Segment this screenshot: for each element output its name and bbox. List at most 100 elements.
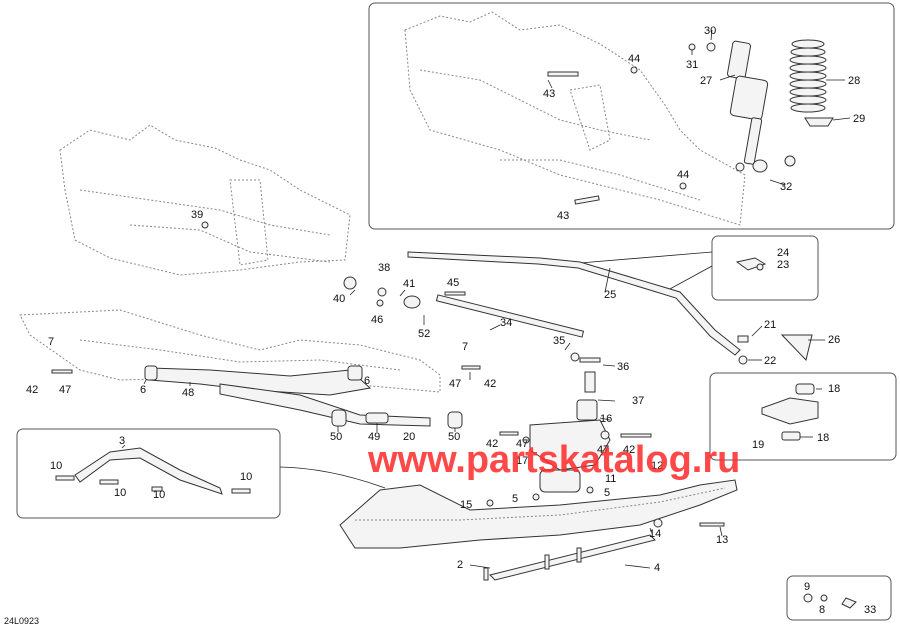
- ski-runner-inset-frame: [16, 428, 281, 519]
- callout-label: 20: [403, 431, 415, 443]
- callout-label: 22: [764, 355, 776, 367]
- plate-24: [735, 257, 767, 271]
- callout-label: 16: [600, 413, 612, 425]
- shock-absorber: [726, 40, 769, 173]
- ski-handle-3: [74, 447, 223, 495]
- callout-label: 32: [780, 181, 792, 193]
- callout-label: 47: [449, 378, 461, 390]
- bolt-42-right: [461, 365, 481, 370]
- bushing-32b: [784, 155, 796, 167]
- callout-label: 10: [240, 471, 252, 483]
- callout-label: 42: [484, 378, 496, 390]
- callout-label: 31: [686, 59, 698, 71]
- callout-label: 30: [704, 25, 716, 37]
- callout-label: 6: [364, 375, 370, 387]
- bolt-10d: [231, 488, 251, 494]
- spindle-assembly: [529, 371, 611, 493]
- callout-label: 41: [403, 278, 415, 290]
- callout-label: 3: [119, 435, 125, 447]
- callout-label: 5: [512, 493, 518, 505]
- callout-label: 42: [623, 444, 635, 456]
- bushing-18-lower: [781, 431, 801, 441]
- callout-label: 52: [418, 328, 430, 340]
- callout-label: 24: [777, 247, 789, 259]
- bracket-26: [780, 334, 813, 362]
- inset-leader-bottom: [667, 265, 713, 291]
- callout-label: 14: [649, 528, 661, 540]
- callout-label: 2: [457, 559, 463, 571]
- callout-label: 47: [597, 444, 609, 456]
- drawing-code: 24L0923: [4, 616, 39, 626]
- bolt-21: [737, 335, 749, 343]
- a-arm-48: [149, 367, 372, 396]
- callout-label: 43: [543, 88, 555, 100]
- callout-label: 25: [604, 289, 616, 301]
- a-arm-20: [219, 383, 431, 427]
- bracket-inset-frame: [711, 235, 819, 301]
- callout-label: 48: [182, 387, 194, 399]
- spring-retainer: [804, 117, 834, 127]
- callout-label: 39: [191, 209, 203, 221]
- steering-column-25: [407, 251, 741, 356]
- callout-label: 44: [677, 169, 689, 181]
- callout-label: 13: [716, 534, 728, 546]
- bolt-42-spindle: [620, 433, 652, 438]
- shock-spring: [789, 39, 827, 113]
- nut-38: [377, 287, 387, 297]
- bracket-40: [343, 276, 357, 290]
- runner-nut-2: [483, 567, 489, 581]
- bushing-6-right: [347, 365, 363, 381]
- washer-47-spindle: [600, 430, 610, 440]
- callout-label: 28: [848, 75, 860, 87]
- washer-47-left: [522, 436, 530, 444]
- callout-label: 46: [371, 314, 383, 326]
- callout-numbers: 30 31 44 27 28 43 29 44 32 43 39 24 23 3…: [26, 25, 876, 616]
- shock-bushing-30: [706, 42, 716, 52]
- callout-label: 18: [817, 432, 829, 444]
- callout-label: 33: [864, 604, 876, 616]
- runner-stud-a: [544, 554, 550, 570]
- callout-label: 10: [153, 489, 165, 501]
- bushing-6-left: [144, 365, 158, 381]
- rod-end-36: [579, 357, 601, 363]
- clip-33: [841, 597, 857, 609]
- callout-label: 5: [604, 487, 610, 499]
- callout-leaders: [121, 29, 851, 569]
- bolt-42-left-spindle: [499, 431, 519, 436]
- nut-8: [820, 594, 828, 602]
- nut-5a: [532, 493, 540, 501]
- callout-label: 47: [59, 384, 71, 396]
- washer-9: [803, 593, 813, 603]
- runner-stud-b: [576, 547, 582, 563]
- callout-label: 49: [368, 431, 380, 443]
- fastener-inset-frame: [786, 575, 892, 621]
- ski-body: [339, 479, 738, 549]
- callout-label: 7: [48, 336, 54, 348]
- chassis-main-outline: [59, 124, 351, 276]
- callout-label: 6: [140, 384, 146, 396]
- callout-label: 50: [448, 431, 460, 443]
- callout-label: 47: [516, 438, 528, 450]
- callout-label: 27: [700, 75, 712, 87]
- callout-label: 35: [553, 335, 565, 347]
- bushing-50-left: [331, 409, 347, 427]
- callout-label: 21: [764, 319, 776, 331]
- front-frame-outline: [19, 309, 441, 393]
- watermark-text: www.partskatalog.ru: [367, 439, 740, 481]
- nut-44-upper: [630, 66, 638, 74]
- bolt-13: [699, 522, 725, 527]
- callout-label: 23: [777, 259, 789, 271]
- callout-label: 45: [447, 277, 459, 289]
- chassis-upper-outline: [404, 11, 746, 226]
- callout-label: 10: [114, 487, 126, 499]
- callout-label: 15: [460, 499, 472, 511]
- callout-label: 43: [557, 210, 569, 222]
- callout-label: 42: [26, 384, 38, 396]
- callout-label: 34: [500, 317, 512, 329]
- callout-label: 42: [486, 438, 498, 450]
- chassis-main-plate: [229, 179, 269, 266]
- bushing-32a: [735, 162, 745, 172]
- front-frame-rib: [79, 339, 401, 371]
- runner-inset-leader: [279, 466, 386, 489]
- callout-label: 9: [804, 581, 810, 593]
